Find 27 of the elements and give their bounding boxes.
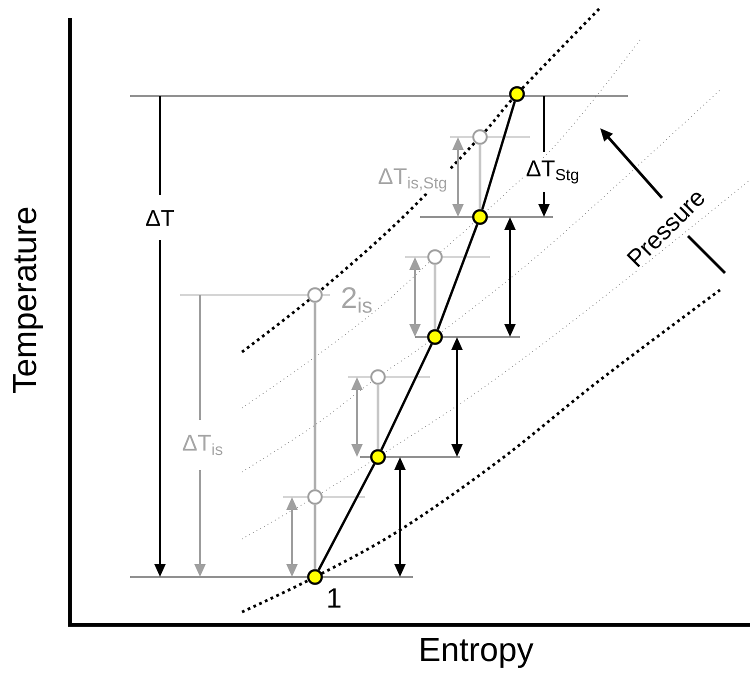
process-line bbox=[478, 144, 482, 210]
process-line bbox=[376, 384, 380, 450]
point-label: 2$_{is}$ bbox=[342, 287, 372, 313]
state-point bbox=[509, 86, 525, 102]
isentropic-point bbox=[427, 249, 443, 265]
state-point bbox=[427, 329, 443, 345]
state-point bbox=[472, 209, 488, 225]
dimension-label: ΔT$_{is}$ bbox=[180, 433, 226, 457]
process-line bbox=[481, 101, 516, 210]
dimension-label: ΔT$_{is,Stg}$ bbox=[376, 166, 450, 194]
state-point bbox=[307, 569, 323, 585]
process-line bbox=[380, 344, 433, 450]
isentropic-point bbox=[307, 489, 323, 505]
isentropic-point bbox=[472, 129, 488, 145]
point-label: 1 bbox=[328, 588, 340, 608]
process-line bbox=[314, 504, 316, 570]
isentropic-point bbox=[370, 369, 386, 385]
dimension-label: ΔT$_{Stg}$ bbox=[524, 158, 582, 186]
process-line bbox=[314, 302, 316, 490]
process-line bbox=[318, 463, 376, 571]
axis-label: Entropy bbox=[416, 636, 536, 670]
process-line bbox=[434, 264, 436, 330]
dimension-label: ΔT bbox=[144, 208, 176, 228]
axis-label: Temperature bbox=[11, 204, 45, 396]
isentropic-point bbox=[307, 287, 323, 303]
process-line bbox=[436, 224, 478, 330]
state-point bbox=[370, 449, 386, 465]
